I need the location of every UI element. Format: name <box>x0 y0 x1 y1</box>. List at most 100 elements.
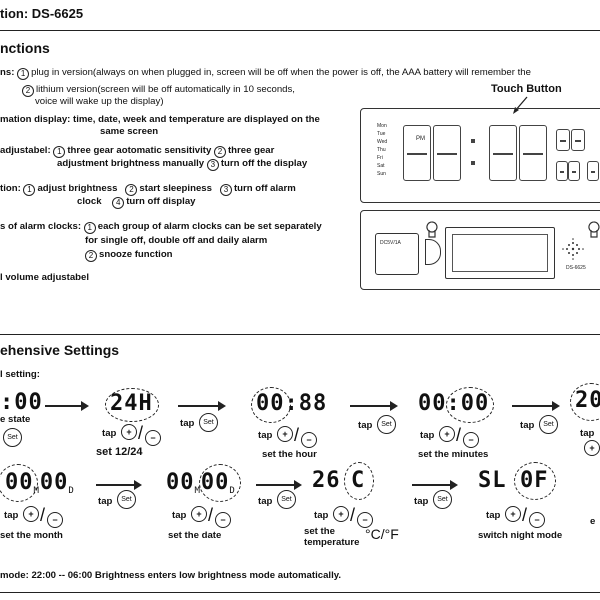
day-wed: Wed <box>377 139 388 145</box>
start-sleepiness-text: start sleepiness <box>139 183 212 194</box>
set-button-icon: Set <box>117 490 136 509</box>
night-mode-footer-text: mode: 22:00 -- 06:00 Brightness enters l… <box>0 570 342 581</box>
tap-label: tap <box>172 510 187 521</box>
highlight-ring <box>105 388 159 422</box>
tap-label: tap <box>98 496 113 507</box>
turn-off-alarm-text: turn off alarm <box>233 183 296 194</box>
alarm-separate-text: each group of alarm clocks can be set se… <box>97 221 322 232</box>
slash-separator: / <box>350 505 356 525</box>
small-digit-segment <box>556 129 570 151</box>
small-digit-segment <box>571 129 585 151</box>
volume-adjustable-text: l volume adjustabel <box>0 272 90 283</box>
plus-button-icon: + <box>333 506 349 522</box>
divider-top <box>0 30 600 31</box>
plus-button-icon: + <box>23 506 39 522</box>
highlight-ring <box>514 462 556 500</box>
display-month: 00M00D <box>5 470 75 496</box>
lithium-version-text: lithium version(screen will be off autom… <box>36 84 295 95</box>
number-circle: 1 <box>17 68 30 80</box>
display-hour: 00:88 <box>256 391 328 416</box>
minus-button-icon: − <box>529 512 545 528</box>
set-button-icon: Set <box>3 428 22 447</box>
tap-label: tap <box>486 510 501 521</box>
display-temperature: 26 <box>312 468 341 493</box>
day-sat: Sat <box>377 163 385 169</box>
minus-button-icon: − <box>145 430 161 446</box>
tap-label: tap <box>258 430 273 441</box>
night-mode-state: 0F <box>520 468 549 493</box>
alarm-modes-text: for single off, double off and daily ala… <box>85 235 268 246</box>
arrow-right-icon <box>45 401 89 410</box>
manual-brightness-text: adjustment brightness manually <box>57 158 205 169</box>
battery-compartment <box>445 227 555 279</box>
minus-button-icon: − <box>301 432 317 448</box>
edge-text: e <box>590 516 596 527</box>
digit-segment <box>519 125 547 181</box>
pm-indicator: PM <box>416 136 425 142</box>
month-unit: M <box>194 486 201 496</box>
slash-separator: / <box>456 425 462 445</box>
arrow-right-icon <box>412 480 458 489</box>
set-button-icon: Set <box>199 413 218 432</box>
plus-button-icon: + <box>584 440 600 456</box>
alarm-clocks-label: s of alarm clocks: <box>0 221 82 232</box>
number-circle: 2 <box>125 184 138 196</box>
number-circle: 1 <box>83 222 96 234</box>
mount-hole-icon <box>426 221 438 238</box>
small-digit-segment <box>556 161 568 181</box>
settings-heading: ehensive Settings <box>0 342 120 358</box>
number-circle: 2 <box>85 250 97 262</box>
settings-subheading: l setting: <box>0 369 40 380</box>
tap-label: tap <box>358 420 373 431</box>
versions-label: ns: <box>0 67 15 78</box>
caption-set-date: set the date <box>168 530 222 541</box>
tap-label: tap <box>4 510 19 521</box>
brightness-label: adjustabel: <box>0 145 51 156</box>
day-digits: 00 <box>200 470 230 495</box>
plus-button-icon: + <box>439 426 455 442</box>
plus-button-icon: + <box>277 426 293 442</box>
tap-label: tap <box>314 510 329 521</box>
display-24h: 24H <box>110 391 153 416</box>
caption-set-month: set the month <box>0 530 63 541</box>
number-circle: 3 <box>206 159 219 171</box>
caption-set-the: set the <box>304 526 335 537</box>
clock-text: clock <box>77 196 102 207</box>
day-unit: D <box>229 486 236 496</box>
information-display-text: mation display: time, date, week and tem… <box>0 114 320 125</box>
initial-state-caption: e state <box>0 414 31 425</box>
caption-set-12-24: set 12/24 <box>96 446 143 458</box>
digit-segment <box>403 125 431 181</box>
plus-button-icon: + <box>121 424 137 440</box>
arrow-right-icon <box>96 480 142 489</box>
set-button-icon: Set <box>539 415 558 434</box>
small-digit-segment <box>568 161 580 181</box>
tap-label: tap <box>102 428 117 439</box>
lithium-version-text-2: voice will wake up the display) <box>35 96 164 107</box>
battery-latch <box>425 239 441 265</box>
plus-button-icon: + <box>191 506 207 522</box>
information-display-text-2: same screen <box>100 126 159 137</box>
slash-separator: / <box>40 505 46 525</box>
day-mon: Mon <box>377 123 387 129</box>
small-digit-segment <box>587 161 599 181</box>
display-initial-state: :00 <box>0 390 43 415</box>
divider-middle <box>0 334 600 335</box>
highlight-ring <box>446 387 494 423</box>
set-button-icon: Set <box>377 415 396 434</box>
touch-function-label: tion: <box>0 183 21 194</box>
caption-celsius-fahrenheit: °C/°F <box>365 526 399 542</box>
tap-label: tap <box>580 428 595 439</box>
temperature-unit-display: C <box>351 468 366 493</box>
mount-hole-icon <box>588 221 600 238</box>
minus-button-icon: − <box>463 432 479 448</box>
display-night-mode: SL <box>478 468 507 493</box>
slash-separator: / <box>294 425 300 445</box>
set-button-icon: Set <box>277 490 296 509</box>
display-minutes: 00:00 <box>418 391 490 416</box>
arrow-right-icon <box>512 401 560 410</box>
